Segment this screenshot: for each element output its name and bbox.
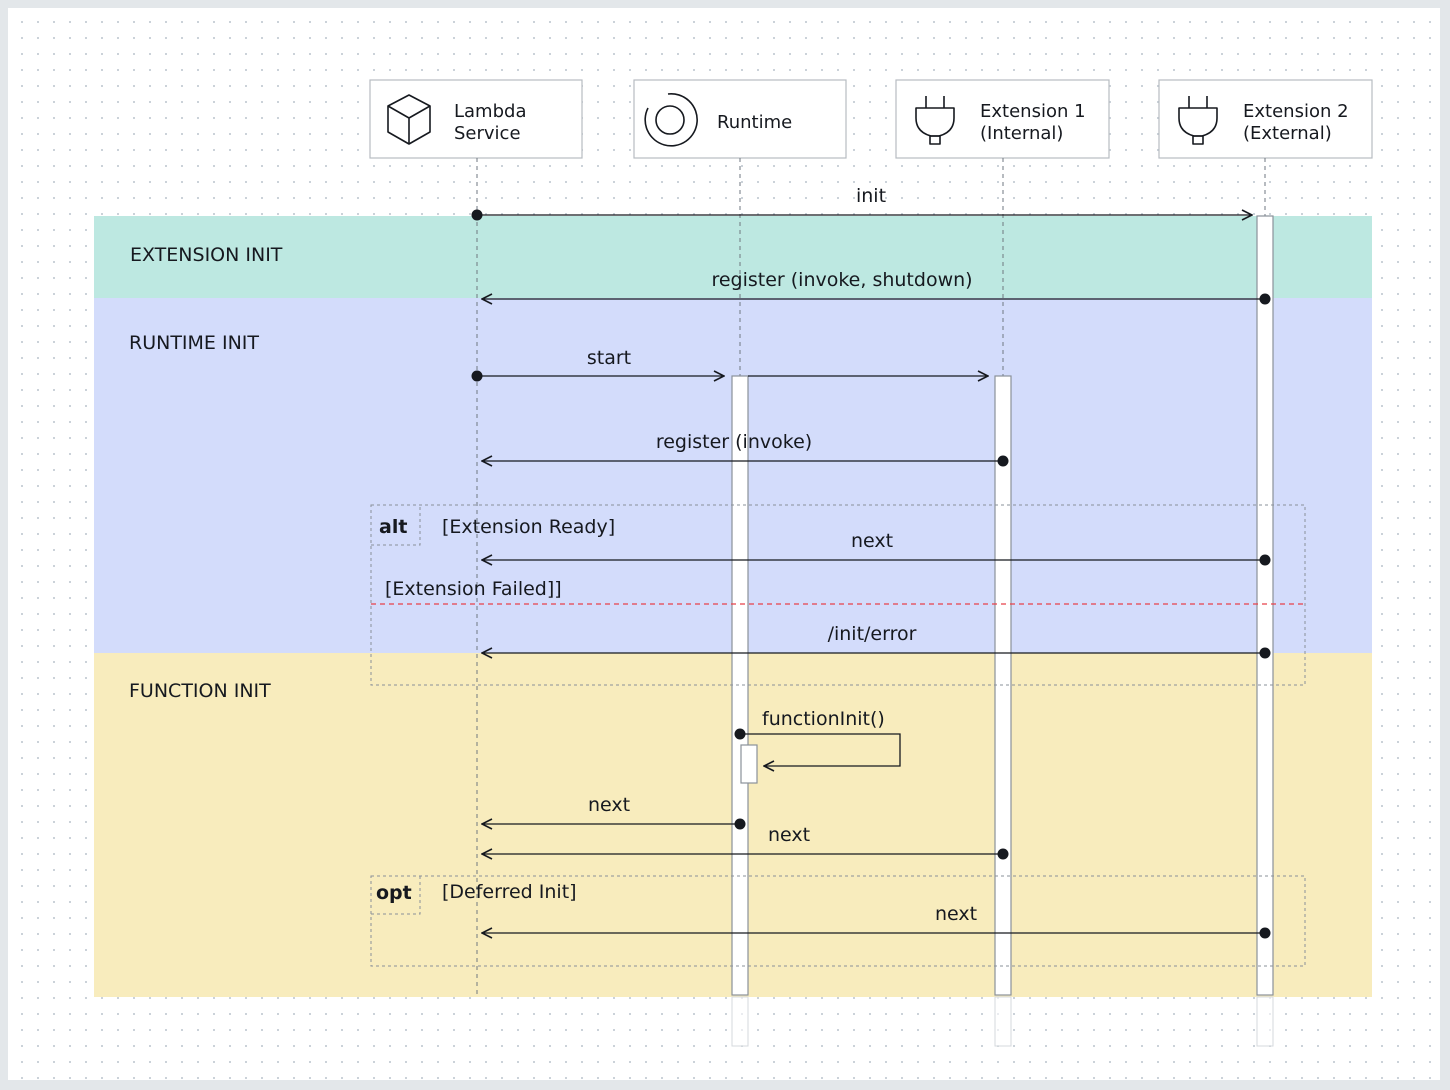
- lifeline-tail-ext1: [994, 996, 1012, 1047]
- message-function-init-label: functionInit(): [762, 708, 885, 730]
- message-register-ext2-label: register (invoke, shutdown): [711, 269, 972, 291]
- opt-keyword: opt: [376, 882, 412, 904]
- message-function-init: functionInit(): [734, 708, 901, 766]
- message-next-ready: next: [482, 530, 1271, 566]
- participant-lambda-service: Lambda Service: [369, 79, 583, 159]
- participant-ext2-line2: (External): [1243, 123, 1332, 144]
- message-start: start: [471, 347, 725, 382]
- message-next-runtime-label: next: [588, 794, 630, 816]
- participant-ext1-line1: Extension 1: [980, 101, 1086, 122]
- activation-ext2: [1256, 215, 1274, 996]
- participant-extension-1: Extension 1 (Internal): [895, 79, 1110, 159]
- message-init-error: /init/error: [482, 623, 1271, 659]
- runtime-ring-icon: [644, 93, 698, 147]
- message-next-ext1-label: next: [768, 824, 810, 846]
- diagram-canvas: EXTENSION INIT RUNTIME INIT FUNCTION INI…: [8, 8, 1440, 1080]
- region-extension-init-band: [94, 216, 1372, 298]
- participant-lambda-line1: Lambda: [454, 101, 526, 122]
- alt-guard-extension-ready: [Extension Ready]: [442, 516, 615, 538]
- cube-icon: [387, 94, 431, 145]
- lifeline-tail-runtime: [731, 996, 749, 1047]
- region-runtime-init-label: RUNTIME INIT: [129, 332, 259, 354]
- activation-runtime-nested: [740, 744, 758, 784]
- sequence-diagram: EXTENSION INIT RUNTIME INIT FUNCTION INI…: [94, 79, 1373, 1047]
- opt-fragment: opt [Deferred Init]: [370, 875, 1306, 967]
- message-next-deferred-label: next: [935, 903, 977, 925]
- participant-ext2-line1: Extension 2: [1243, 101, 1349, 122]
- alt-fragment: alt [Extension Ready] [Extension Failed]…: [370, 504, 1306, 686]
- message-register-ext1-label: register (invoke): [656, 431, 812, 453]
- participant-extension-2: Extension 2 (External): [1158, 79, 1373, 159]
- message-next-runtime: next: [482, 794, 746, 830]
- message-init: init: [471, 185, 1253, 221]
- message-start-label: start: [587, 347, 631, 369]
- participant-ext1-line2: (Internal): [980, 123, 1063, 144]
- participant-lambda-line2: Service: [454, 123, 521, 144]
- message-init-label: init: [856, 185, 886, 207]
- message-init-error-label: /init/error: [828, 623, 917, 645]
- activation-runtime: [731, 375, 749, 996]
- message-register-ext1: register (invoke): [482, 431, 1009, 467]
- message-next-ext1: next: [482, 824, 1009, 860]
- alt-guard-extension-failed: [Extension Failed]]: [385, 578, 562, 600]
- region-function-init-label: FUNCTION INIT: [129, 680, 271, 702]
- alt-keyword: alt: [379, 516, 407, 538]
- participant-runtime: Runtime: [633, 79, 847, 159]
- message-next-deferred: next: [482, 903, 1271, 939]
- lifeline-tail-ext2: [1256, 996, 1274, 1047]
- plug-icon: [1178, 96, 1218, 145]
- participant-runtime-line1: Runtime: [717, 112, 792, 133]
- region-extension-init-label: EXTENSION INIT: [130, 244, 283, 266]
- message-next-ready-label: next: [851, 530, 893, 552]
- plug-icon: [915, 96, 955, 145]
- message-register-ext2: register (invoke, shutdown): [482, 269, 1271, 305]
- opt-guard-deferred-init: [Deferred Init]: [442, 881, 577, 903]
